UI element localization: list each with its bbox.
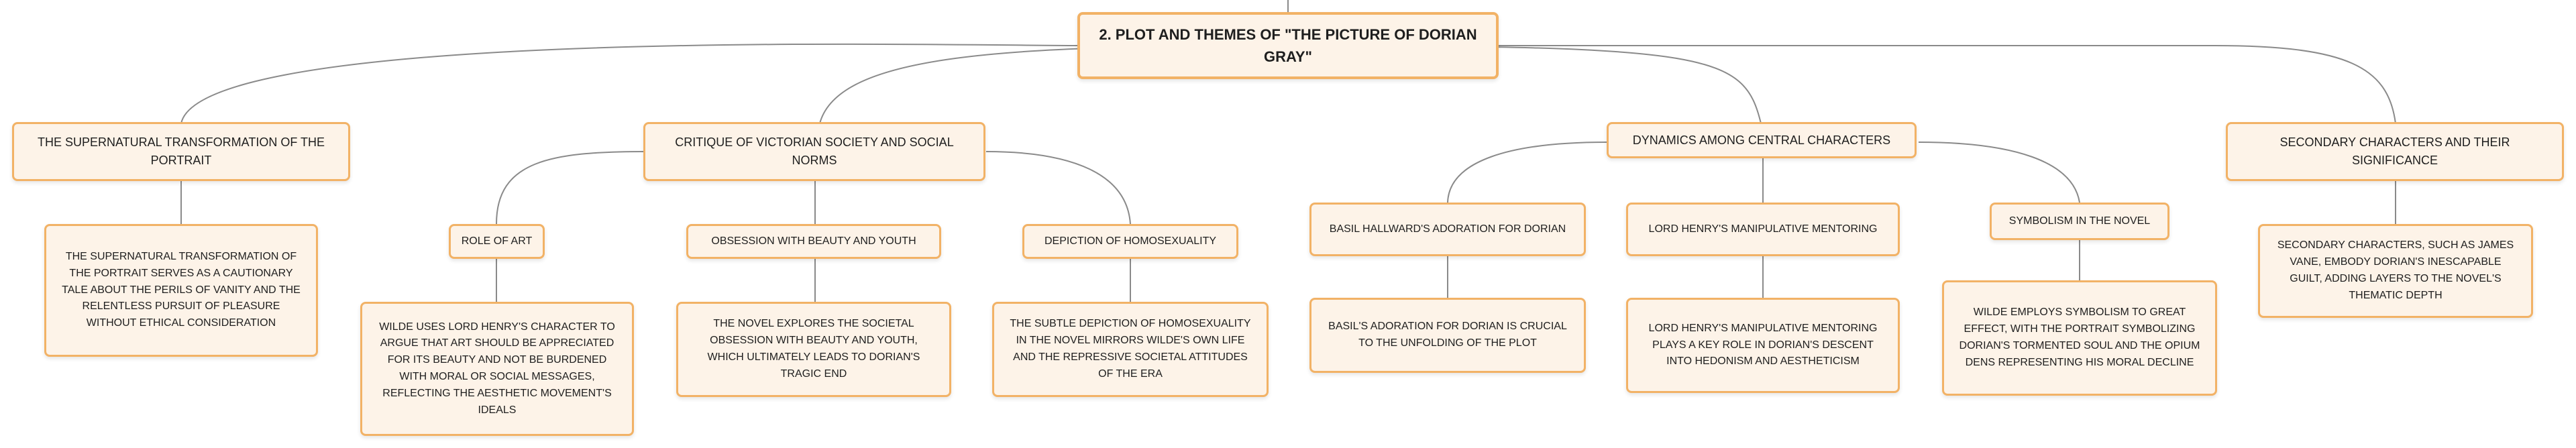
detail-lord-henry[interactable]: LORD HENRY'S MANIPULATIVE MENTORING PLAY… [1626,298,1900,393]
topic-label: CRITIQUE OF VICTORIAN SOCIETY AND SOCIAL… [675,135,954,167]
root-title: 2. PLOT AND THEMES OF "THE PICTURE OF DO… [1099,26,1477,65]
subtopic-label: BASIL HALLWARD'S ADORATION FOR DORIAN [1329,223,1566,235]
subtopic-label: ROLE OF ART [461,235,533,247]
subtopic-label: OBSESSION WITH BEAUTY AND YOUTH [711,235,916,247]
detail-beauty-youth[interactable]: THE NOVEL EXPLORES THE SOCIETAL OBSESSIO… [676,302,951,397]
subtopic-lord-henry-mentoring[interactable]: LORD HENRY'S MANIPULATIVE MENTORING [1626,203,1900,256]
detail-text: BASIL'S ADORATION FOR DORIAN IS CRUCIAL … [1328,321,1567,349]
detail-text: WILDE EMPLOYS SYMBOLISM TO GREAT EFFECT,… [1959,306,2200,368]
subtopic-basil-adoration[interactable]: BASIL HALLWARD'S ADORATION FOR DORIAN [1309,203,1586,256]
detail-secondary[interactable]: SECONDARY CHARACTERS, SUCH AS JAMES VANE… [2258,224,2533,318]
detail-homosexuality[interactable]: THE SUBTLE DEPICTION OF HOMOSEXUALITY IN… [992,302,1269,397]
detail-text: THE SUBTLE DEPICTION OF HOMOSEXUALITY IN… [1010,318,1251,380]
subtopic-role-of-art[interactable]: ROLE OF ART [449,224,545,259]
subtopic-homosexuality[interactable]: DEPICTION OF HOMOSEXUALITY [1022,224,1238,259]
detail-text: LORD HENRY'S MANIPULATIVE MENTORING PLAY… [1648,322,1878,368]
topic-central-characters[interactable]: DYNAMICS AMONG CENTRAL CHARACTERS [1607,122,1917,158]
detail-supernatural[interactable]: THE SUPERNATURAL TRANSFORMATION OF THE P… [44,224,318,357]
topic-victorian-critique[interactable]: CRITIQUE OF VICTORIAN SOCIETY AND SOCIAL… [643,122,985,181]
detail-text: THE NOVEL EXPLORES THE SOCIETAL OBSESSIO… [707,318,920,380]
detail-text: SECONDARY CHARACTERS, SUCH AS JAMES VANE… [2277,239,2514,301]
topic-label: DYNAMICS AMONG CENTRAL CHARACTERS [1632,133,1891,147]
detail-basil[interactable]: BASIL'S ADORATION FOR DORIAN IS CRUCIAL … [1309,298,1586,373]
detail-role-of-art[interactable]: WILDE USES LORD HENRY'S CHARACTER TO ARG… [360,302,634,436]
root-node[interactable]: 2. PLOT AND THEMES OF "THE PICTURE OF DO… [1077,12,1499,79]
topic-label: THE SUPERNATURAL TRANSFORMATION OF THE P… [37,135,325,167]
detail-symbolism[interactable]: WILDE EMPLOYS SYMBOLISM TO GREAT EFFECT,… [1942,280,2217,396]
topic-supernatural-transformation[interactable]: THE SUPERNATURAL TRANSFORMATION OF THE P… [12,122,350,181]
subtopic-label: LORD HENRY'S MANIPULATIVE MENTORING [1648,223,1878,235]
subtopic-beauty-youth[interactable]: OBSESSION WITH BEAUTY AND YOUTH [686,224,941,259]
subtopic-symbolism[interactable]: SYMBOLISM IN THE NOVEL [1990,203,2169,240]
subtopic-label: DEPICTION OF HOMOSEXUALITY [1044,235,1217,247]
topic-secondary-characters[interactable]: SECONDARY CHARACTERS AND THEIR SIGNIFICA… [2226,122,2564,181]
topic-label: SECONDARY CHARACTERS AND THEIR SIGNIFICA… [2279,135,2510,167]
detail-text: WILDE USES LORD HENRY'S CHARACTER TO ARG… [379,321,615,416]
subtopic-label: SYMBOLISM IN THE NOVEL [2008,215,2151,227]
detail-text: THE SUPERNATURAL TRANSFORMATION OF THE P… [62,251,301,329]
